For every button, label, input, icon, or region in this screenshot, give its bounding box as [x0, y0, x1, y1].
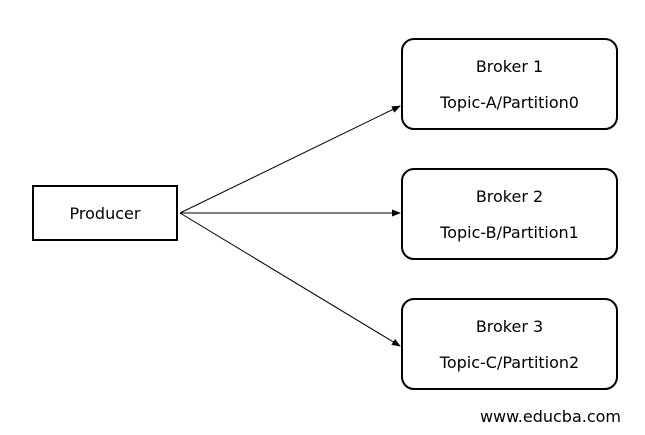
arrow-to-broker-1 — [179, 105, 401, 214]
broker-topic: Topic-B/Partition1 — [440, 223, 579, 242]
broker-box-3: Broker 3 Topic-C/Partition2 — [401, 298, 618, 390]
producer-box: Producer — [32, 185, 178, 241]
broker-name: Broker 2 — [475, 187, 544, 206]
broker-box-1: Broker 1 Topic-A/Partition0 — [401, 38, 618, 130]
broker-name: Broker 3 — [475, 317, 544, 336]
broker-name: Broker 1 — [475, 57, 544, 76]
arrow-to-broker-3 — [179, 212, 401, 347]
broker-box-2: Broker 2 Topic-B/Partition1 — [401, 168, 618, 260]
broker-topic: Topic-A/Partition0 — [440, 93, 579, 112]
broker-topic: Topic-C/Partition2 — [439, 353, 580, 372]
watermark-text: www.educba.com — [479, 407, 621, 426]
producer-label: Producer — [69, 203, 141, 223]
